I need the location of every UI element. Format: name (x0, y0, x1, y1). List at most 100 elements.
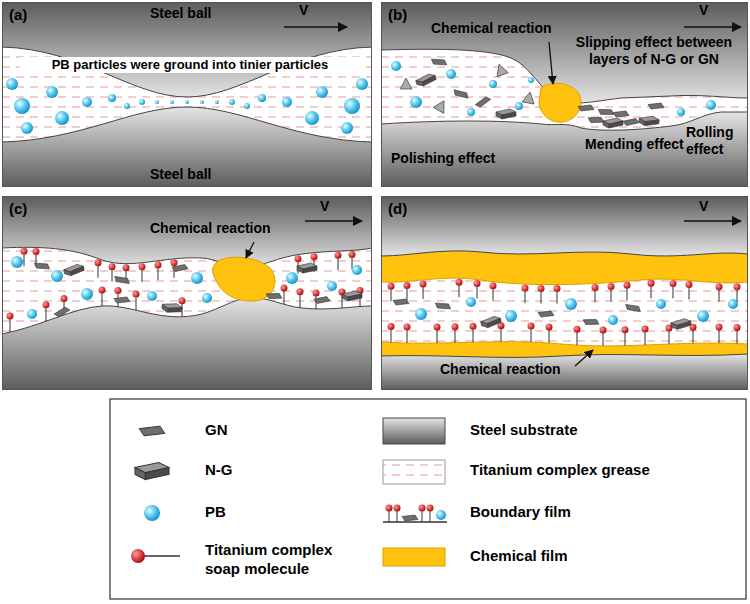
soap-head (734, 324, 741, 331)
pb-particles (27, 309, 37, 319)
soap-head (522, 285, 529, 292)
soap-molecule (600, 326, 607, 346)
soap-tail (140, 555, 180, 557)
pb-particles (46, 86, 58, 98)
boundary-sample (419, 505, 426, 512)
soap-head (490, 282, 497, 289)
ng-sheet (603, 118, 623, 128)
boundary-film (388, 279, 741, 346)
pb-particles (565, 298, 577, 310)
soap-molecule (133, 291, 140, 311)
pb-particles (155, 100, 159, 104)
boundary-sample (430, 510, 431, 522)
pb-particles (515, 102, 523, 110)
legend-text: Steel substrate (470, 421, 578, 440)
soap-tail (611, 290, 612, 302)
soap-tail (525, 291, 526, 303)
chemical-blob (539, 83, 581, 122)
soap-molecule (522, 285, 529, 304)
pb-particles (356, 78, 368, 90)
soap-head (171, 259, 178, 266)
soap-molecule (690, 324, 697, 344)
soap-molecule (452, 323, 459, 343)
panel-b-illustration (381, 2, 748, 187)
pb-particles (316, 86, 328, 98)
soap-molecule (538, 285, 545, 304)
velocity-symbol: V (320, 198, 329, 215)
soap-molecule (115, 287, 122, 307)
soap-head (574, 326, 581, 333)
legend-text: Titanium complex grease (470, 461, 650, 480)
soap-head (648, 280, 655, 287)
gn-sheet (475, 95, 492, 108)
soap-head (349, 251, 356, 258)
leader-arrow (246, 242, 254, 258)
steel-ball (381, 354, 748, 390)
soap-head (115, 287, 122, 294)
soap-molecule (297, 288, 304, 308)
pb-particles (81, 288, 93, 300)
soap-head (311, 253, 318, 260)
soap-molecule (434, 324, 441, 344)
soap-tail (46, 308, 47, 321)
velocity-symbol: V (699, 2, 708, 19)
soap-head (139, 263, 146, 270)
pb-particles (341, 122, 353, 134)
soap-head (434, 324, 441, 331)
boundary-sample (386, 505, 393, 512)
pb-particles (108, 94, 116, 102)
soap-head (109, 263, 116, 270)
soap-head (61, 295, 68, 302)
soap-tail (407, 330, 408, 343)
soap-head (281, 285, 288, 292)
soap-molecule (622, 326, 629, 346)
soap-head (179, 297, 186, 304)
gn-sheet (393, 299, 409, 305)
svg-g (383, 548, 445, 566)
soap-molecule (335, 252, 342, 271)
gn-sheet (53, 306, 70, 318)
panel-letter: (d) (388, 200, 407, 217)
pb-particles (170, 100, 174, 104)
soap-tail (158, 268, 159, 280)
soap-molecule (281, 285, 288, 305)
soap-head (388, 283, 395, 290)
ng-sheet (63, 263, 84, 276)
soap-head (388, 323, 395, 330)
legend-text: GN (205, 421, 228, 440)
pb-particles (327, 281, 337, 291)
boundary-sample (402, 515, 418, 521)
soap-molecule (388, 323, 395, 343)
boundary-sample (394, 505, 401, 512)
boundary-sample (427, 505, 434, 512)
soap-molecule (109, 263, 116, 282)
soap-molecule (734, 283, 741, 302)
effect-note: Rolling effect (686, 124, 744, 158)
soap-tail (459, 285, 460, 297)
steel-sample (383, 418, 445, 444)
soap-molecule (139, 263, 146, 282)
pb-particles (124, 103, 130, 109)
grease (2, 2, 372, 187)
boundary-sample (383, 505, 447, 523)
soap-tail (595, 290, 596, 302)
velocity-arrow (684, 26, 741, 28)
soap-tail (407, 289, 408, 301)
gn-sheet (624, 303, 641, 313)
pb-particles (6, 78, 18, 90)
soap-tail (737, 330, 738, 343)
boundary-sample (397, 510, 398, 522)
steel-ball (381, 112, 748, 187)
pb-particles (229, 99, 235, 105)
pb-particles (352, 265, 362, 275)
gn-sheet (114, 297, 130, 303)
pb-particles (11, 256, 362, 319)
soap-head (546, 323, 553, 330)
pb-particles (505, 310, 517, 322)
soap-molecule (7, 313, 14, 333)
velocity-symbol: V (699, 198, 708, 215)
soap-molecule (666, 325, 673, 345)
soap-head (313, 289, 320, 296)
